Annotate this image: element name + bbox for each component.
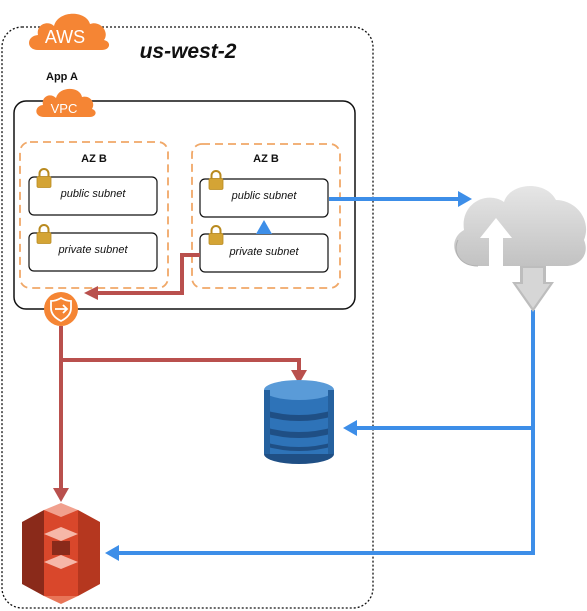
vpc-badge-label: VPC xyxy=(51,101,78,116)
public-subnet-to-internet-arrowhead xyxy=(458,191,472,207)
az-title: AZ B xyxy=(81,153,107,165)
endpoint-to-dynamodb-line xyxy=(59,326,301,372)
internet-to-s3-line xyxy=(118,428,535,555)
route-arrowhead xyxy=(256,220,272,234)
subnet-label: private subnet xyxy=(57,244,128,256)
s3-bucket-icon xyxy=(22,503,100,604)
public-subnet: public subnet xyxy=(28,168,158,216)
availability-zone-1: AZ B public subnet private subnet xyxy=(19,141,169,289)
availability-zone-2: AZ B public subnet private subnet xyxy=(191,143,341,289)
endpoint-to-dynamodb-arrowhead xyxy=(291,370,307,384)
dynamodb-icon xyxy=(264,380,334,464)
private-subnet-to-endpoint-line xyxy=(96,253,200,295)
subnet-label: public subnet xyxy=(231,190,298,202)
az-boundary xyxy=(191,143,341,289)
subnet-label: private subnet xyxy=(228,246,299,258)
vpc-badge: VPC xyxy=(36,88,96,117)
internet-to-dynamodb-line xyxy=(356,310,535,430)
internet-cloud-icon xyxy=(454,185,587,312)
internet-to-s3-arrowhead xyxy=(105,545,119,561)
internet-flows xyxy=(105,191,535,561)
aws-badge-label: AWS xyxy=(45,27,85,47)
endpoint-flows xyxy=(53,253,307,502)
region-boundary xyxy=(1,26,374,609)
region-title: us-west-2 xyxy=(140,40,237,63)
private-subnet-to-endpoint-arrowhead xyxy=(84,286,98,300)
aws-badge: AWS xyxy=(29,13,110,50)
subnet-label: public subnet xyxy=(60,188,127,200)
az-title: AZ B xyxy=(253,153,279,165)
cloud-upload-arrow xyxy=(480,218,512,266)
private-subnet: private subnet xyxy=(28,224,158,272)
endpoint-to-s3-arrowhead xyxy=(53,488,69,502)
public-subnet: public subnet xyxy=(199,170,329,218)
internet-to-dynamodb-arrowhead xyxy=(343,420,357,436)
app-title: App A xyxy=(46,71,78,83)
vpc-endpoint-icon xyxy=(44,292,78,326)
